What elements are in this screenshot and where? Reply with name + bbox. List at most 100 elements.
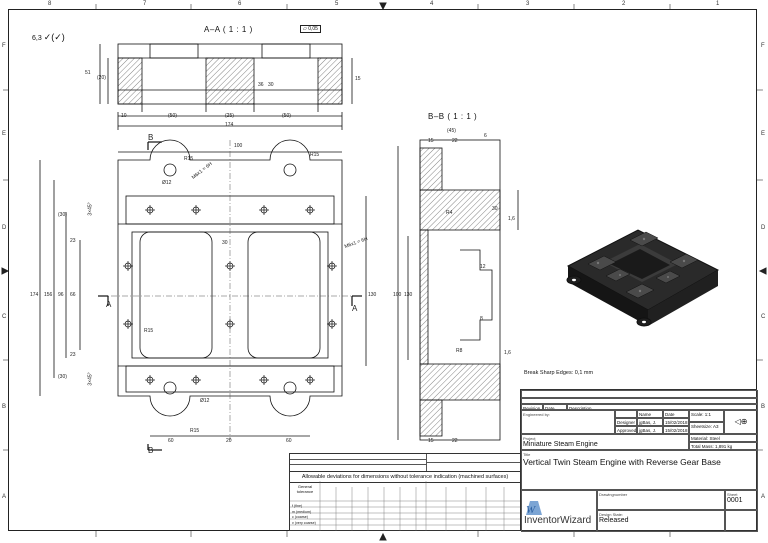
zone-row-f: F [2, 43, 6, 49]
dim-plan-r15d: R15 [190, 428, 200, 434]
designer-date: 15/02/2018 [663, 418, 689, 426]
total-mass: Total Mass: 1,891 kg [689, 442, 758, 450]
dim-bb-16a: 1,6 [508, 216, 515, 222]
approved-name: jgBas, J. [637, 426, 663, 434]
dim-plan-156: 156 [44, 292, 53, 298]
tb-blank [615, 410, 637, 418]
dim-plan-66: 66 [70, 292, 76, 298]
dim-aa-50a: (50) [168, 113, 177, 119]
zone-col-4: 4 [430, 1, 434, 7]
dim-plan-130: 130 [368, 292, 377, 298]
sheet-number: 0001 [727, 497, 743, 504]
sheetsize: Sheetsize: A3 [689, 422, 724, 434]
section-mark-b-bottom: B [148, 446, 154, 455]
zone-col-1: 1 [716, 1, 720, 7]
material: Material: Steel [689, 434, 758, 442]
date-header: Date [663, 410, 689, 418]
revision-row-blank [521, 390, 758, 398]
tolerance-table: Allowable deviations for dimensions with… [289, 453, 522, 531]
drawing-number-cell: Drawingnumber [597, 490, 725, 510]
tolerance-row-coarse: c (coarse) [292, 515, 308, 519]
dim-bb-45: (45) [447, 128, 456, 134]
dim-plan-chamfer1: 3×45° [87, 202, 94, 216]
project-cell: Project Miniature Steam Engine [521, 434, 689, 450]
zone-row-d-right: D [761, 225, 766, 231]
company-logo-cell [521, 490, 597, 532]
dim-bb-r8: R8 [456, 348, 463, 354]
description-label: Description [567, 404, 758, 410]
name-header: Name [637, 410, 663, 418]
dim-bb-16b: 1,6 [504, 350, 511, 356]
dim-plan-96: 96 [58, 292, 64, 298]
section-mark-a-right: A [352, 304, 358, 313]
dim-bb-15: 15 [428, 138, 434, 144]
dim-plan-dia12a: Ø12 [162, 180, 172, 186]
dim-bb-30: 30 [492, 206, 498, 212]
tolerance-row-medium: m (medium) [292, 509, 312, 514]
tolerance-row-fine: f (fine) [292, 504, 303, 508]
dim-aa-174: 174 [225, 122, 234, 128]
section-bb-title: B–B ( 1 : 1 ) [428, 112, 478, 121]
projection-symbol: ◁⊕ [724, 410, 758, 434]
company-name: InventorWizard [524, 515, 592, 526]
scale: Scale: 1:1 [689, 410, 724, 422]
zone-col-6: 6 [238, 1, 242, 7]
dim-bb-22: 22 [452, 138, 458, 144]
wizard-hat-icon: W [526, 501, 542, 516]
dim-plan-174: 174 [30, 292, 39, 298]
zone-row-e-right: E [761, 131, 766, 137]
break-sharp-edges-note: Break Sharp Edges: 0,1 mm [524, 370, 594, 376]
dim-plan-23a: 23 [70, 238, 76, 244]
zone-row-c-right: C [761, 314, 766, 320]
dim-aa-36: 36 [258, 82, 264, 88]
flatness-callout: ⏥ 0,05 [300, 25, 321, 33]
tolerance-header: Allowable deviations for dimensions with… [290, 471, 520, 483]
dim-plan-100: 100 [234, 143, 243, 149]
dim-aa-50b: (50) [282, 113, 291, 119]
approved-label: Approved [615, 426, 637, 434]
title-cell: Title Vertical Twin Steam Engine with Re… [521, 450, 758, 490]
dim-aa-25: (25) [225, 113, 234, 119]
section-mark-a-left: A [106, 300, 112, 309]
surface-roughness-symbol: 6,3 ✓(✓) [32, 32, 65, 42]
designer-label: Designer [615, 418, 637, 426]
tolerance-grid [290, 481, 520, 531]
dim-aa-51: 51 [85, 70, 91, 76]
zone-col-5: 5 [335, 1, 339, 7]
dim-bb-15-bottom: 15 [428, 438, 434, 444]
design-state: Released [599, 517, 629, 524]
section-aa-title: A–A ( 1 : 1 ) [204, 25, 253, 34]
revision-label: Revision [521, 404, 543, 410]
tolerance-row-very-coarse: v (very coarse) [292, 520, 316, 525]
zone-col-3: 3 [526, 1, 530, 7]
dim-plan-30: 30 [222, 240, 228, 246]
engineered-by: Engineered by: [521, 410, 615, 434]
isometric-render [566, 229, 720, 327]
revision-row-blank-2 [521, 398, 758, 404]
zone-row-f-right: F [761, 43, 765, 49]
project-name: Miniature Steam Engine [523, 441, 598, 448]
svg-text:W: W [526, 504, 536, 516]
dim-bb-12: 12 [480, 264, 486, 270]
copyright-note [725, 510, 758, 532]
zone-row-a-right: A [761, 494, 766, 500]
zone-col-7: 7 [143, 1, 147, 7]
dim-bb-r4: R4 [446, 210, 453, 216]
dim-aa-20: (20) [97, 75, 106, 81]
dim-bb-22-bottom: 22 [452, 438, 458, 444]
dim-bb-130: 130 [404, 292, 413, 298]
dim-bb-100: 100 [393, 292, 402, 298]
section-mark-b-top: B [148, 133, 154, 142]
general-tolerance-label: General tolerance [296, 484, 314, 494]
approved-date: 15/02/2018 [663, 426, 689, 434]
zone-row-d: D [2, 225, 7, 231]
dim-plan-20: 20 [226, 438, 232, 444]
dim-plan-23b: 23 [70, 352, 76, 358]
dim-plan-r15a: R15 [184, 156, 194, 162]
dim-plan-r15b: R15 [310, 152, 320, 158]
design-state-cell: Design State: Released [597, 510, 725, 532]
zone-row-a: A [2, 494, 7, 500]
zone-row-c: C [2, 314, 7, 320]
dim-plan-60a: 60 [168, 438, 174, 444]
